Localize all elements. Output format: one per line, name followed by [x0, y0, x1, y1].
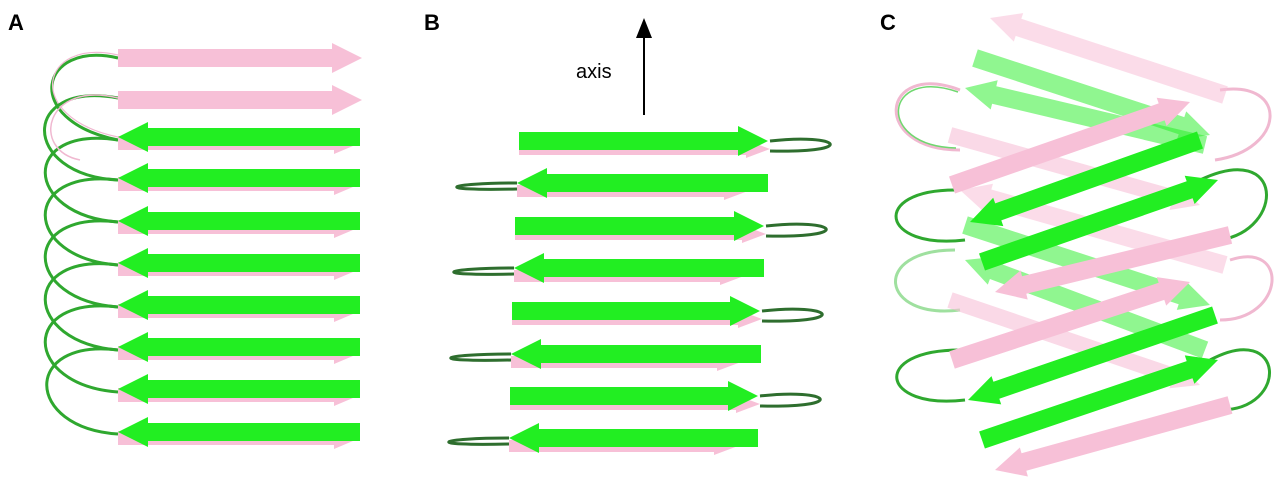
strand-b-green [118, 122, 360, 152]
strand-a-pink [118, 43, 362, 73]
strand-b-green [514, 253, 764, 283]
strand-loop [759, 392, 822, 408]
strand-b-green [519, 126, 768, 156]
panel-a-label: A [8, 10, 24, 35]
strand-b-green [118, 163, 360, 193]
strand-loop [449, 352, 512, 362]
strand-b-green [118, 290, 360, 320]
panel-c-label: C [880, 10, 896, 35]
strand-b-green [118, 332, 360, 362]
strand-a-pink-front [995, 396, 1233, 477]
strand-b-green [118, 417, 360, 447]
strand-a-pink-front [949, 97, 1190, 194]
strand-loop [761, 307, 824, 323]
strand-b-green [515, 211, 764, 241]
panel-c: C [880, 10, 1274, 477]
strand-loop [447, 436, 510, 446]
strand-b-green-front [979, 355, 1218, 449]
strand-b-green-front [979, 175, 1218, 271]
panel-b: B axis [424, 10, 832, 455]
panel-b-strands [447, 126, 832, 455]
panel-a-strands [118, 43, 362, 449]
strand-loop [452, 266, 515, 276]
panel-a: A [8, 10, 362, 449]
strand-a-pink [118, 85, 362, 115]
strand-b-green-front [970, 131, 1203, 227]
strand-loop [765, 222, 828, 238]
strand-loop [769, 137, 832, 153]
panel-b-label: B [424, 10, 440, 35]
strand-b-green-back [965, 80, 1208, 154]
strand-b-green [510, 381, 758, 411]
strand-a-pink-back [947, 127, 1200, 210]
strand-loop [455, 181, 518, 191]
panel-c-loops [894, 82, 1274, 412]
strand-b-green-front [968, 306, 1218, 405]
strand-a-pink-front [995, 226, 1233, 300]
strand-b-green [512, 296, 760, 326]
strand-a-pink-back [947, 292, 1200, 389]
strand-b-green [517, 168, 768, 198]
strand-b-green [118, 206, 360, 236]
strand-b-green [118, 374, 360, 404]
strand-b-green [509, 423, 758, 453]
strand-a-pink-front [949, 277, 1190, 369]
axis-label: axis [576, 61, 612, 83]
strand-b-green [511, 339, 761, 369]
strand-b-green [118, 248, 360, 278]
panel-c-strands [947, 13, 1233, 477]
strand-a-pink-back [990, 13, 1228, 104]
panel-a-loops [43, 51, 119, 436]
